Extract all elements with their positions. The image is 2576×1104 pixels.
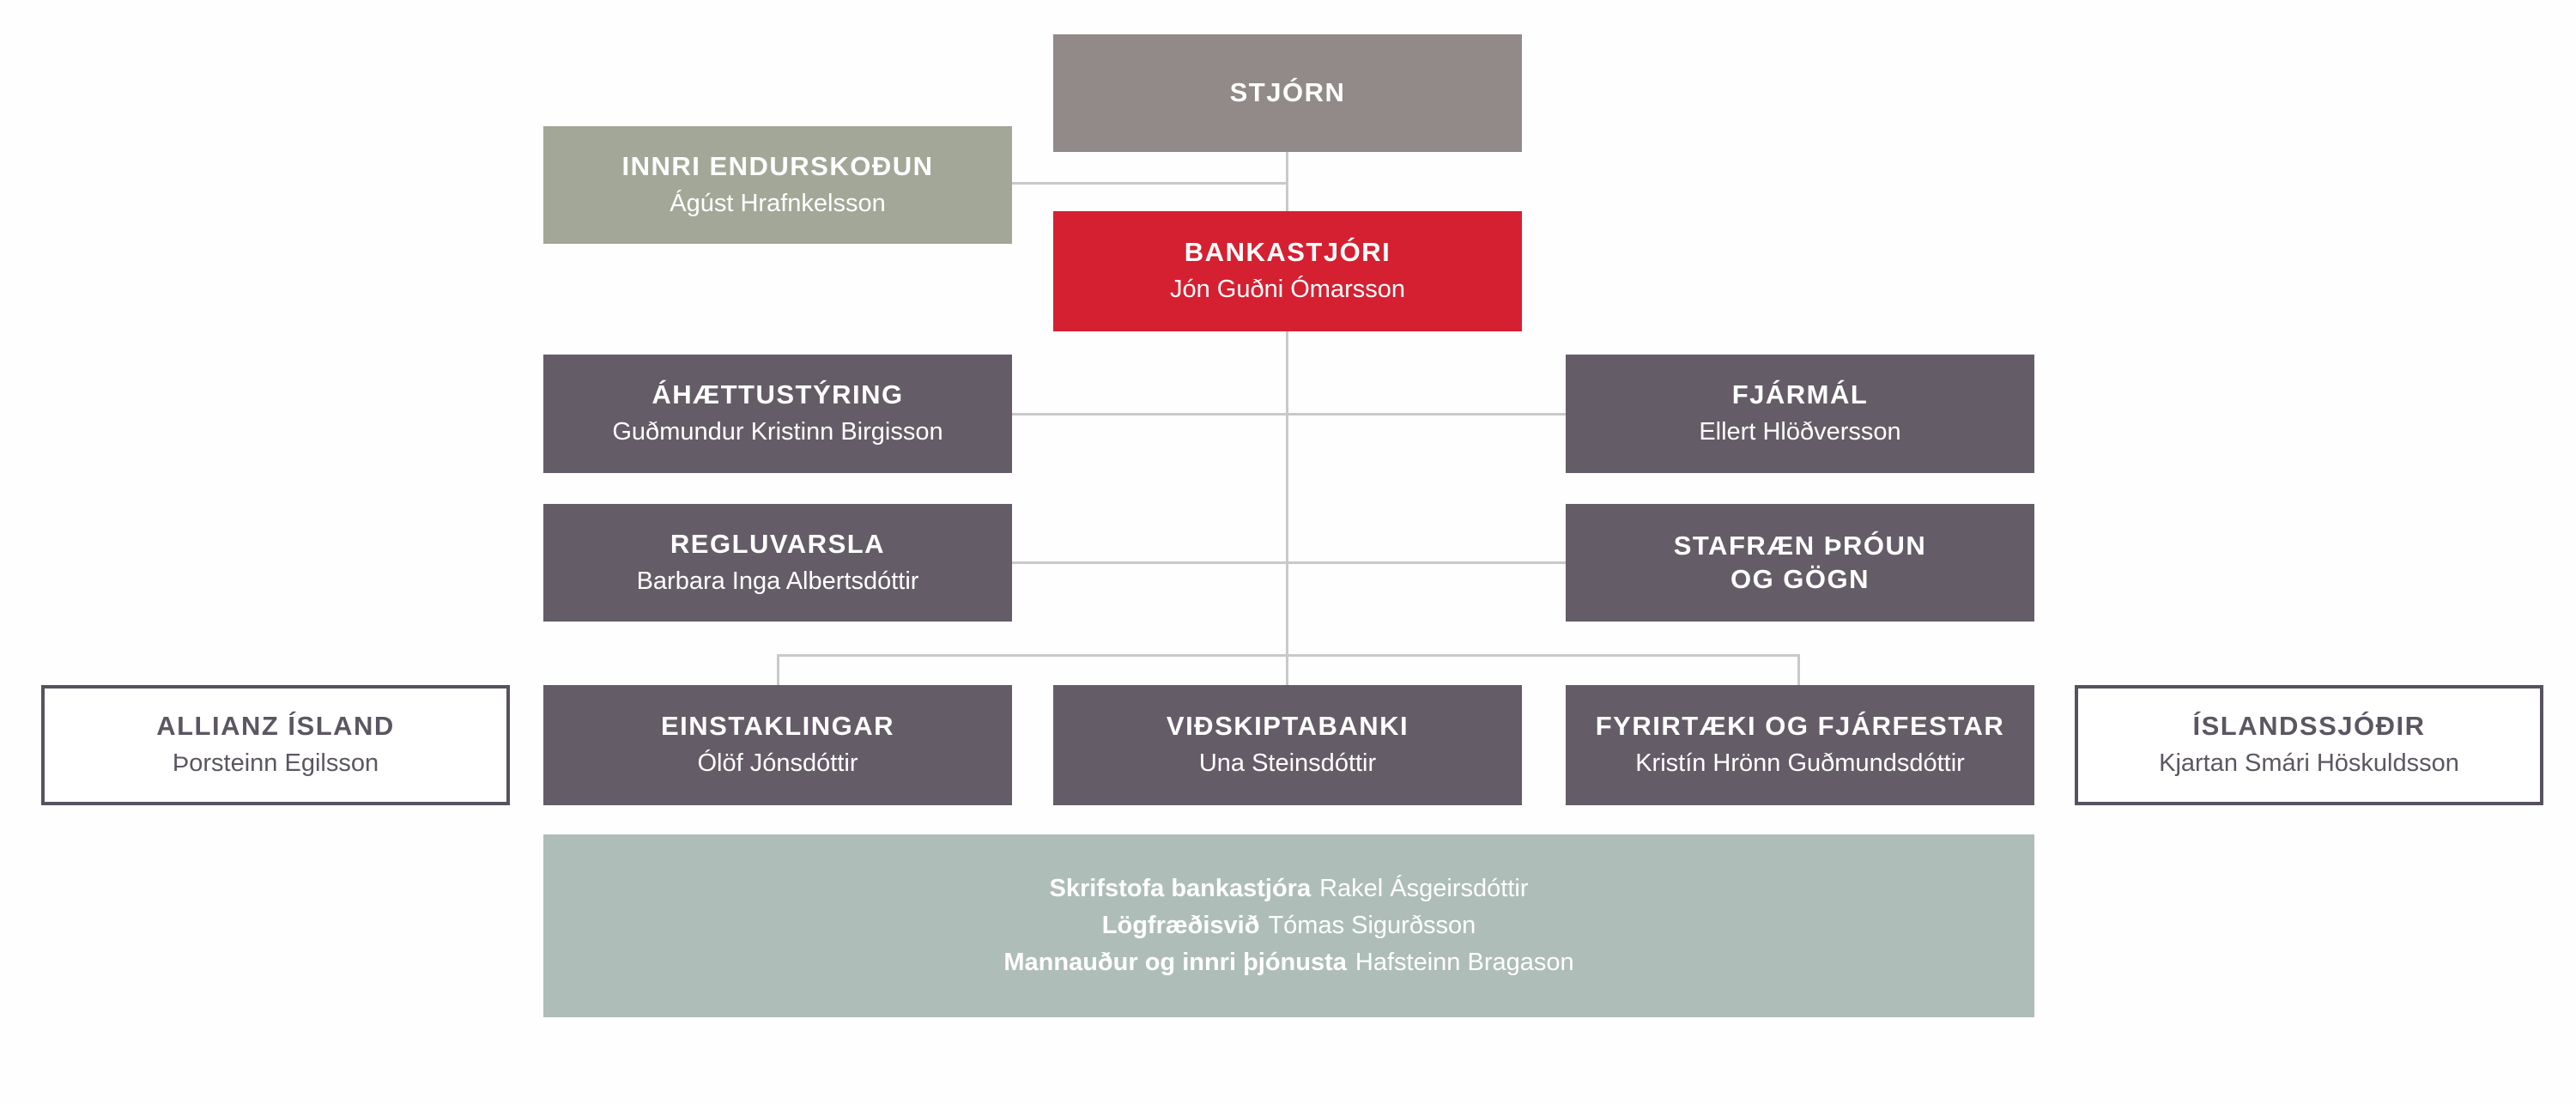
box-title: BANKASTJÓRI <box>1184 237 1391 268</box>
box-title: INNRI ENDURSKOÐUN <box>621 150 934 181</box>
support-row-label: Lögfræðisvið <box>1101 912 1260 940</box>
box-person-name: Barbara Inga Albertsdóttir <box>636 567 919 595</box>
box-person-name: Þorsteinn Egilsson <box>172 749 379 778</box>
support-row-label: Skrifstofa bankastjóra <box>1049 875 1312 903</box>
connector-drop-business <box>1286 654 1288 687</box>
org-box-compliance: REGLUVARSLA Barbara Inga Albertsdóttir <box>543 504 1012 622</box>
org-box-islandssjodir: ÍSLANDSSJÓÐIR Kjartan Smári Höskuldsson <box>2075 685 2543 805</box>
box-title: FYRIRTÆKI OG FJÁRFESTAR <box>1595 711 2005 742</box>
org-box-individuals: EINSTAKLINGAR Ólöf Jónsdóttir <box>543 685 1012 805</box>
org-box-internal-audit: INNRI ENDURSKOÐUN Ágúst Hrafnkelsson <box>543 126 1012 244</box>
support-row-person: Tómas Sigurðsson <box>1268 912 1476 940</box>
connector-drop-individuals <box>777 654 779 687</box>
support-row-legal: Lögfræðisvið Tómas Sigurðsson <box>1102 907 1476 944</box>
box-person-name: Ágúst Hrafnkelsson <box>670 189 886 217</box>
box-title: STJÓRN <box>1229 77 1346 108</box>
connector-risk-finance <box>1012 413 1567 416</box>
box-title: EINSTAKLINGAR <box>660 711 895 742</box>
box-person-name: Una Steinsdóttir <box>1198 749 1377 778</box>
org-box-allianz-island: ALLIANZ ÍSLAND Þorsteinn Egilsson <box>41 685 510 805</box>
box-person-name: Ólöf Jónsdóttir <box>697 749 858 778</box>
org-box-digital-and-data: STAFRÆN ÞRÓUN OG GÖGN <box>1566 504 2034 622</box>
org-box-business-banking: VIÐSKIPTABANKI Una Steinsdóttir <box>1053 685 1522 805</box>
org-box-finance: FJÁRMÁL Ellert Hlöðversson <box>1566 355 2034 473</box>
box-title: FJÁRMÁL <box>1731 379 1869 410</box>
support-row-person: Hafsteinn Bragason <box>1355 948 1574 976</box>
org-box-board: STJÓRN <box>1053 34 1522 152</box>
org-box-risk-management: ÁHÆTTUSTÝRING Guðmundur Kristinn Birgiss… <box>543 355 1012 473</box>
connector-compliance-digital <box>1012 561 1567 564</box>
box-person-name: Ellert Hlöðversson <box>1699 418 1901 446</box>
box-title: ÍSLANDSSJÓÐIR <box>2192 711 2426 742</box>
box-person-name: Kristín Hrönn Guðmundsdóttir <box>1635 749 1965 778</box>
connector-drop-corporates <box>1797 654 1800 687</box>
box-title: STAFRÆN ÞRÓUN OG GÖGN <box>1673 530 1927 594</box>
support-row-person: Rakel Ásgeirsdóttir <box>1319 875 1529 903</box>
support-row-hr-internal-services: Mannauður og innri þjónusta Hafsteinn Bra… <box>1003 944 1573 981</box>
support-row-label: Mannauður og innri þjónusta <box>1003 948 1347 976</box>
org-box-corporates-and-investors: FYRIRTÆKI OG FJÁRFESTAR Kristín Hrönn Gu… <box>1566 685 2034 805</box>
connector-ceo-trunk <box>1286 330 1288 657</box>
connector-internal-audit <box>1012 182 1288 185</box>
box-title: ÁHÆTTUSTÝRING <box>652 379 904 410</box>
connector-distributor <box>777 654 1800 657</box>
box-person-name: Kjartan Smári Höskuldsson <box>2159 749 2459 778</box>
box-title: VIÐSKIPTABANKI <box>1166 711 1409 742</box>
box-person-name: Guðmundur Kristinn Birgisson <box>612 418 943 446</box>
box-title: ALLIANZ ÍSLAND <box>156 711 395 742</box>
org-box-ceo: BANKASTJÓRI Jón Guðni Ómarsson <box>1053 211 1522 331</box>
box-title: REGLUVARSLA <box>670 528 886 559</box>
box-person-name: Jón Guðni Ómarsson <box>1169 276 1405 304</box>
